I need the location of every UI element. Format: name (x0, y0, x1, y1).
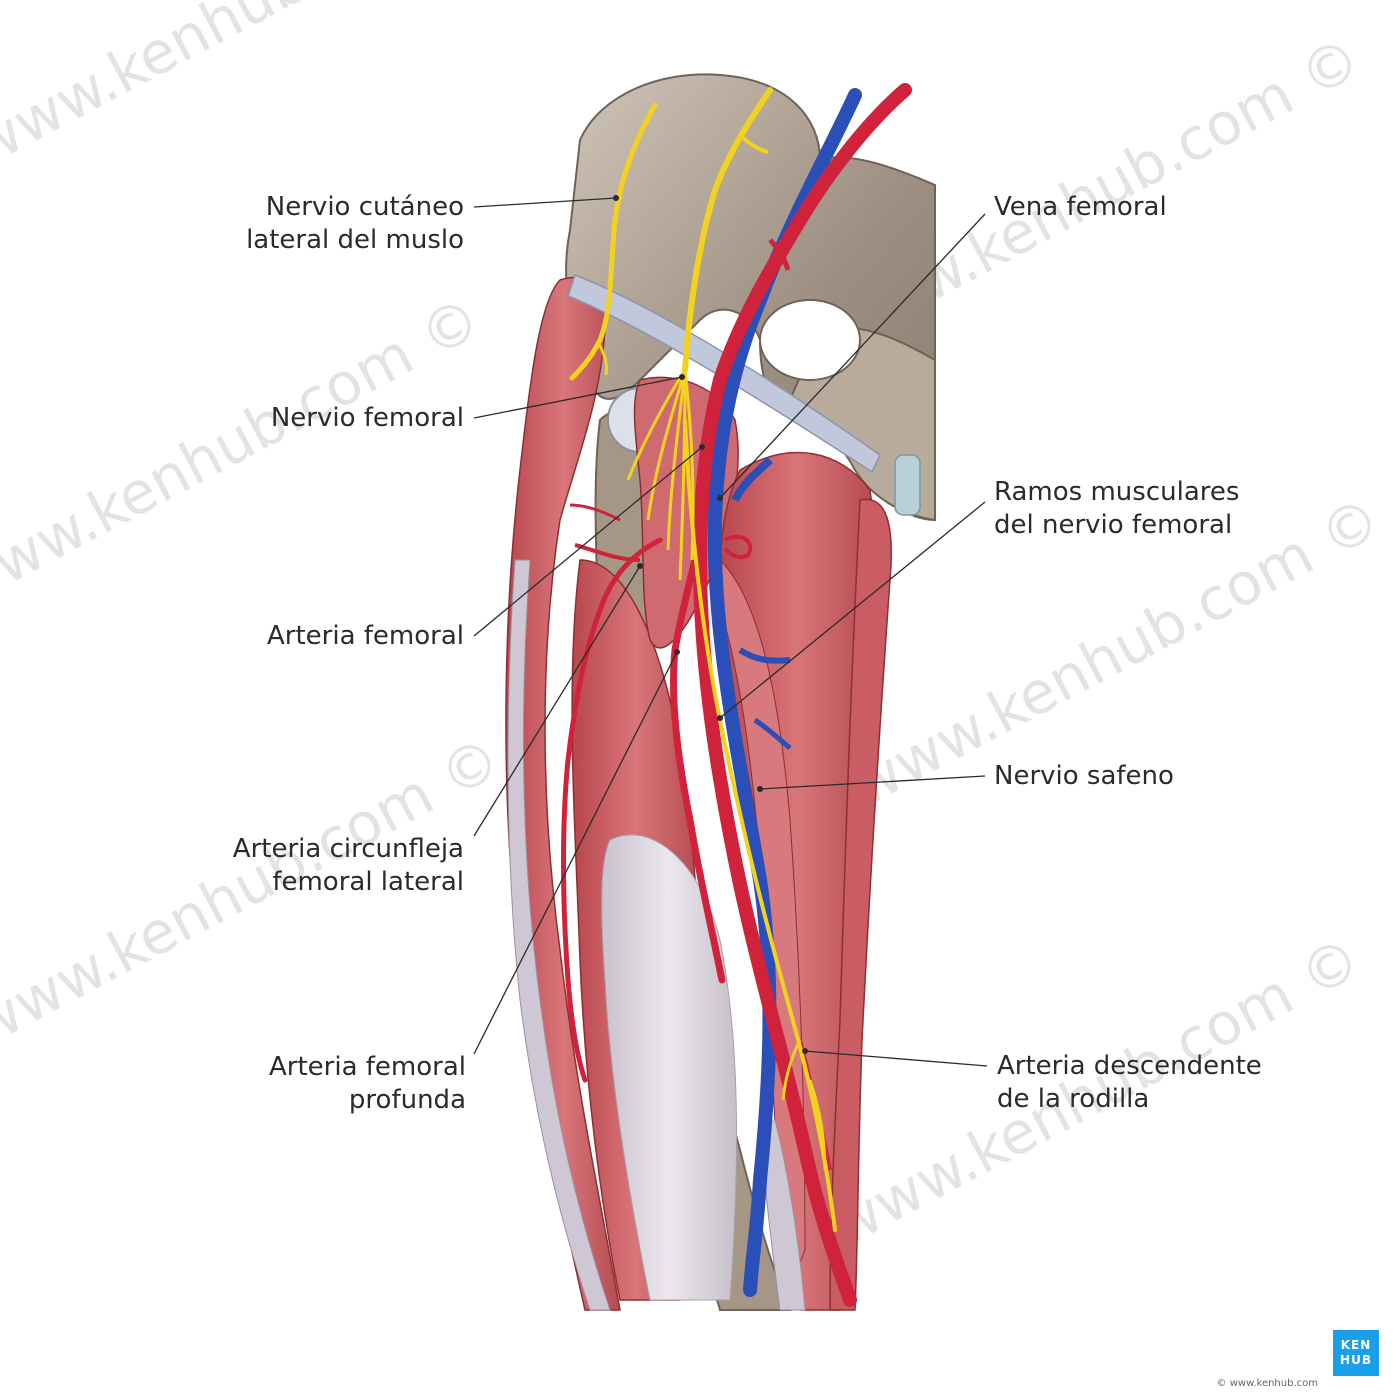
leader-cutaneo (473, 197, 617, 208)
muscular-branch (678, 369, 687, 581)
label-nervio-femoral: Nervio femoral (271, 402, 464, 435)
label-vena-femoral: Vena femoral (994, 191, 1167, 224)
artery-branch (723, 534, 753, 559)
muscular-branch (666, 369, 687, 551)
label-arteria-circunfleja: Arteria circunfleja femoral lateral (233, 833, 464, 899)
kenhub-logo: KEN HUB (1333, 1330, 1379, 1376)
leader-dots (613, 195, 808, 1054)
label-line: Ramos musculares (994, 477, 1240, 507)
saphenous-nerve (683, 418, 837, 1232)
vein-branch (753, 717, 792, 750)
femoral-nerve (682, 87, 773, 373)
logo-line: HUB (1340, 1353, 1372, 1367)
label-arteria-femoral: Arteria femoral (267, 620, 464, 653)
label-line: Nervio femoral (270, 403, 464, 433)
label-line: femoral lateral (272, 867, 464, 897)
label-nervio-safeno: Nervio safeno (994, 760, 1174, 793)
label-line: Nervio cutáneo (265, 192, 464, 222)
obturator-foramen (759, 299, 861, 381)
label-nervio-cutaneo: Nervio cutáneo lateral del muslo (246, 191, 464, 257)
artery-branch (574, 543, 641, 562)
label-ramos-musculares: Ramos musculares del nervio femoral (994, 476, 1239, 542)
label-line: Vena femoral (994, 192, 1167, 222)
label-line: Arteria circunfleja (232, 834, 464, 864)
leader-safeno (759, 775, 986, 790)
nerve-branch (808, 1079, 827, 1171)
label-arteria-profunda: Arteria femoral profunda (269, 1051, 466, 1117)
lateral-cutaneous-nerve (569, 102, 658, 381)
leader-prof (473, 651, 678, 1055)
label-line: de la rodilla (997, 1084, 1150, 1114)
muscular-branch (626, 369, 687, 481)
leader-circ (473, 565, 641, 837)
muscular-branch (646, 369, 687, 521)
leader-afemoral (473, 446, 703, 637)
leader-desc (804, 1050, 988, 1067)
dot-nfemoral (679, 374, 685, 380)
leader-nfemoral (473, 376, 683, 419)
artery-branch (569, 503, 621, 522)
iliotibial-band (507, 559, 611, 1311)
leader-vena (719, 213, 986, 499)
label-line: Nervio safeno (994, 761, 1174, 791)
pubic-symphysis (894, 454, 921, 516)
lateral-circumflex-artery (561, 537, 663, 1083)
deep-femoral-artery (669, 536, 726, 984)
dot-desc (802, 1048, 808, 1054)
copyright-text: © www.kenhub.com (1216, 1378, 1318, 1389)
artery-branch (768, 238, 791, 271)
label-line: Arteria descendente (997, 1051, 1262, 1081)
label-line: Arteria femoral (268, 1052, 466, 1082)
label-line: del nervio femoral (994, 510, 1233, 540)
leader-ramos (719, 501, 986, 719)
gracilis-muscle (829, 498, 892, 1311)
vein-branch (731, 457, 773, 502)
dot-cutaneo (613, 195, 619, 201)
logo-line: KEN (1340, 1338, 1372, 1352)
nerve-branch (738, 133, 769, 154)
nerve-branch (781, 1039, 802, 1101)
dot-ramos (717, 715, 723, 721)
label-line: profunda (348, 1085, 466, 1115)
label-arteria-descendente: Arteria descendente de la rodilla (997, 1050, 1262, 1116)
label-line: lateral del muslo (246, 225, 464, 255)
dot-circ (637, 563, 643, 569)
dot-safeno (757, 786, 763, 792)
dot-prof (674, 649, 680, 655)
leader-lines (473, 197, 988, 1067)
label-line: Arteria femoral (266, 621, 464, 651)
dot-vena (717, 495, 723, 501)
nerve-branch (596, 341, 609, 376)
vein-branch (738, 647, 791, 664)
dot-afemoral (699, 444, 705, 450)
